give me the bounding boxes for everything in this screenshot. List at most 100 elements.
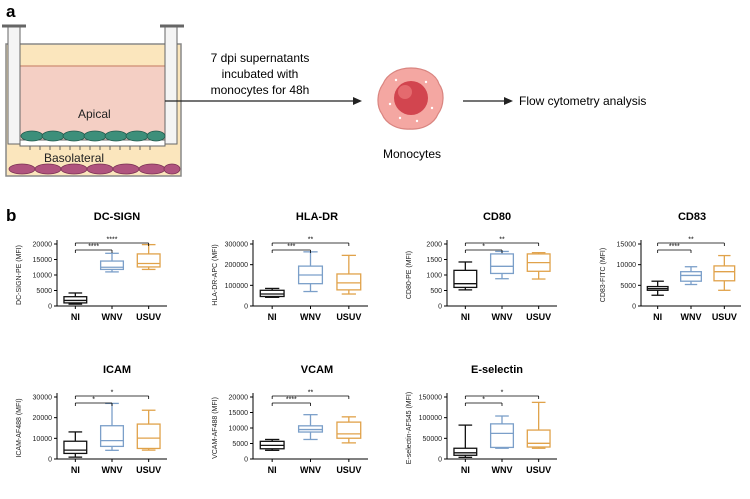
x-tick-label: NI bbox=[653, 312, 662, 322]
x-tick-label: NI bbox=[268, 312, 277, 322]
x-tick-label: WNV bbox=[300, 465, 321, 475]
y-tick-label: 15000 bbox=[33, 257, 53, 264]
y-tick-label: 150000 bbox=[419, 395, 442, 402]
flow-cytometry-label: Flow cytometry analysis bbox=[519, 94, 646, 108]
box-iqr bbox=[336, 421, 362, 439]
box-iqr bbox=[99, 260, 125, 271]
y-tick-label: 15000 bbox=[617, 242, 637, 249]
significance-label: * bbox=[501, 390, 504, 397]
chart-title: HLA-DR bbox=[296, 211, 338, 223]
significance-label: ** bbox=[308, 237, 314, 244]
transwell-diagram: Apical Basolateral bbox=[2, 24, 184, 177]
chart-title: VCAM bbox=[301, 364, 333, 376]
y-tick-label: 0 bbox=[244, 304, 248, 311]
x-tick-label: WNV bbox=[492, 465, 513, 475]
x-tick-label: NI bbox=[71, 312, 80, 322]
box-ni bbox=[453, 424, 478, 458]
y-tick-label: 2000 bbox=[426, 242, 442, 249]
box-iqr bbox=[489, 423, 515, 449]
x-tick-label: USUV bbox=[712, 312, 737, 322]
box-iqr bbox=[453, 269, 478, 289]
box-wnv bbox=[680, 266, 702, 286]
box-wnv bbox=[99, 252, 125, 273]
x-tick-label: WNV bbox=[102, 312, 123, 322]
box-usuv bbox=[136, 243, 161, 271]
x-tick-label: USUV bbox=[136, 465, 161, 475]
significance-label: ** bbox=[308, 390, 314, 397]
y-tick-label: 1500 bbox=[426, 257, 442, 264]
box-iqr bbox=[680, 271, 702, 282]
arrow1-text-line2: incubated with bbox=[222, 67, 299, 81]
arrow-to-flow-cytometry bbox=[463, 97, 513, 105]
significance-label: **** bbox=[88, 244, 99, 251]
box-iqr bbox=[453, 447, 478, 456]
y-axis-label: DC-SIGN-PE (MFI) bbox=[16, 245, 23, 305]
y-tick-label: 10000 bbox=[229, 426, 249, 433]
box-wnv bbox=[489, 250, 515, 280]
box-wnv bbox=[297, 414, 324, 441]
significance-label: *** bbox=[287, 244, 295, 251]
y-tick-label: 100000 bbox=[419, 415, 442, 422]
y-tick-label: 0 bbox=[48, 457, 52, 464]
box-iqr bbox=[136, 253, 161, 268]
y-axis-label: ICAM-AF488 (MFI) bbox=[16, 398, 23, 457]
y-tick-label: 10000 bbox=[33, 273, 53, 280]
x-tick-label: USUV bbox=[526, 465, 551, 475]
panel-b-label: b bbox=[6, 206, 16, 225]
chart-title: DC-SIGN bbox=[94, 211, 141, 223]
y-tick-label: 10000 bbox=[617, 262, 637, 269]
box-usuv bbox=[336, 254, 362, 295]
x-tick-label: WNV bbox=[492, 312, 513, 322]
arrow-to-monocytes bbox=[165, 97, 362, 105]
x-tick-label: NI bbox=[461, 465, 470, 475]
panel-a-label: a bbox=[6, 2, 16, 21]
x-tick-label: NI bbox=[268, 465, 277, 475]
box-usuv bbox=[526, 401, 551, 449]
y-tick-label: 100000 bbox=[225, 283, 248, 290]
y-tick-label: 300000 bbox=[225, 242, 248, 249]
significance-label: * bbox=[482, 397, 485, 404]
y-tick-label: 5000 bbox=[232, 441, 248, 448]
box-ni bbox=[646, 280, 669, 296]
box-iqr bbox=[526, 429, 551, 448]
y-axis-label: E-selectin-AF545 (MFI) bbox=[406, 392, 413, 464]
box-ni bbox=[63, 292, 88, 305]
box-usuv bbox=[336, 416, 362, 444]
significance-label: **** bbox=[107, 237, 118, 244]
significance-label: ** bbox=[688, 237, 694, 244]
y-tick-label: 0 bbox=[632, 304, 636, 311]
x-tick-label: USUV bbox=[526, 312, 551, 322]
box-iqr bbox=[336, 273, 362, 291]
y-tick-label: 0 bbox=[438, 304, 442, 311]
box-wnv bbox=[99, 402, 125, 451]
box-wnv bbox=[489, 415, 515, 449]
y-tick-label: 0 bbox=[244, 457, 248, 464]
y-tick-label: 0 bbox=[438, 457, 442, 464]
chart-e-selectin: E-selectin 0 50000 100000 150000 E-selectin-A… bbox=[406, 364, 557, 475]
y-tick-label: 20000 bbox=[33, 242, 53, 249]
box-usuv bbox=[526, 252, 551, 280]
basolateral-cells bbox=[8, 163, 181, 175]
significance-label: **** bbox=[669, 244, 680, 251]
significance-label: ** bbox=[499, 237, 505, 244]
basolateral-label: Basolateral bbox=[44, 151, 104, 165]
y-axis-label: VCAM-AF488 (MFI) bbox=[212, 397, 219, 459]
x-tick-label: USUV bbox=[336, 465, 361, 475]
y-tick-label: 20000 bbox=[229, 395, 249, 402]
y-axis-label: HLA-DR-APC (MFI) bbox=[212, 244, 219, 305]
y-tick-label: 30000 bbox=[33, 395, 53, 402]
y-tick-label: 50000 bbox=[423, 436, 443, 443]
chart-title: CD83 bbox=[678, 211, 706, 223]
chart-title: CD80 bbox=[483, 211, 511, 223]
y-axis-label: CD80-PE (MFI) bbox=[406, 251, 413, 299]
monocyte-cell-icon bbox=[377, 67, 444, 130]
box-iqr bbox=[99, 425, 125, 448]
chart-title: E-selectin bbox=[471, 364, 523, 376]
box-usuv bbox=[713, 254, 736, 291]
box-ni bbox=[63, 431, 88, 458]
